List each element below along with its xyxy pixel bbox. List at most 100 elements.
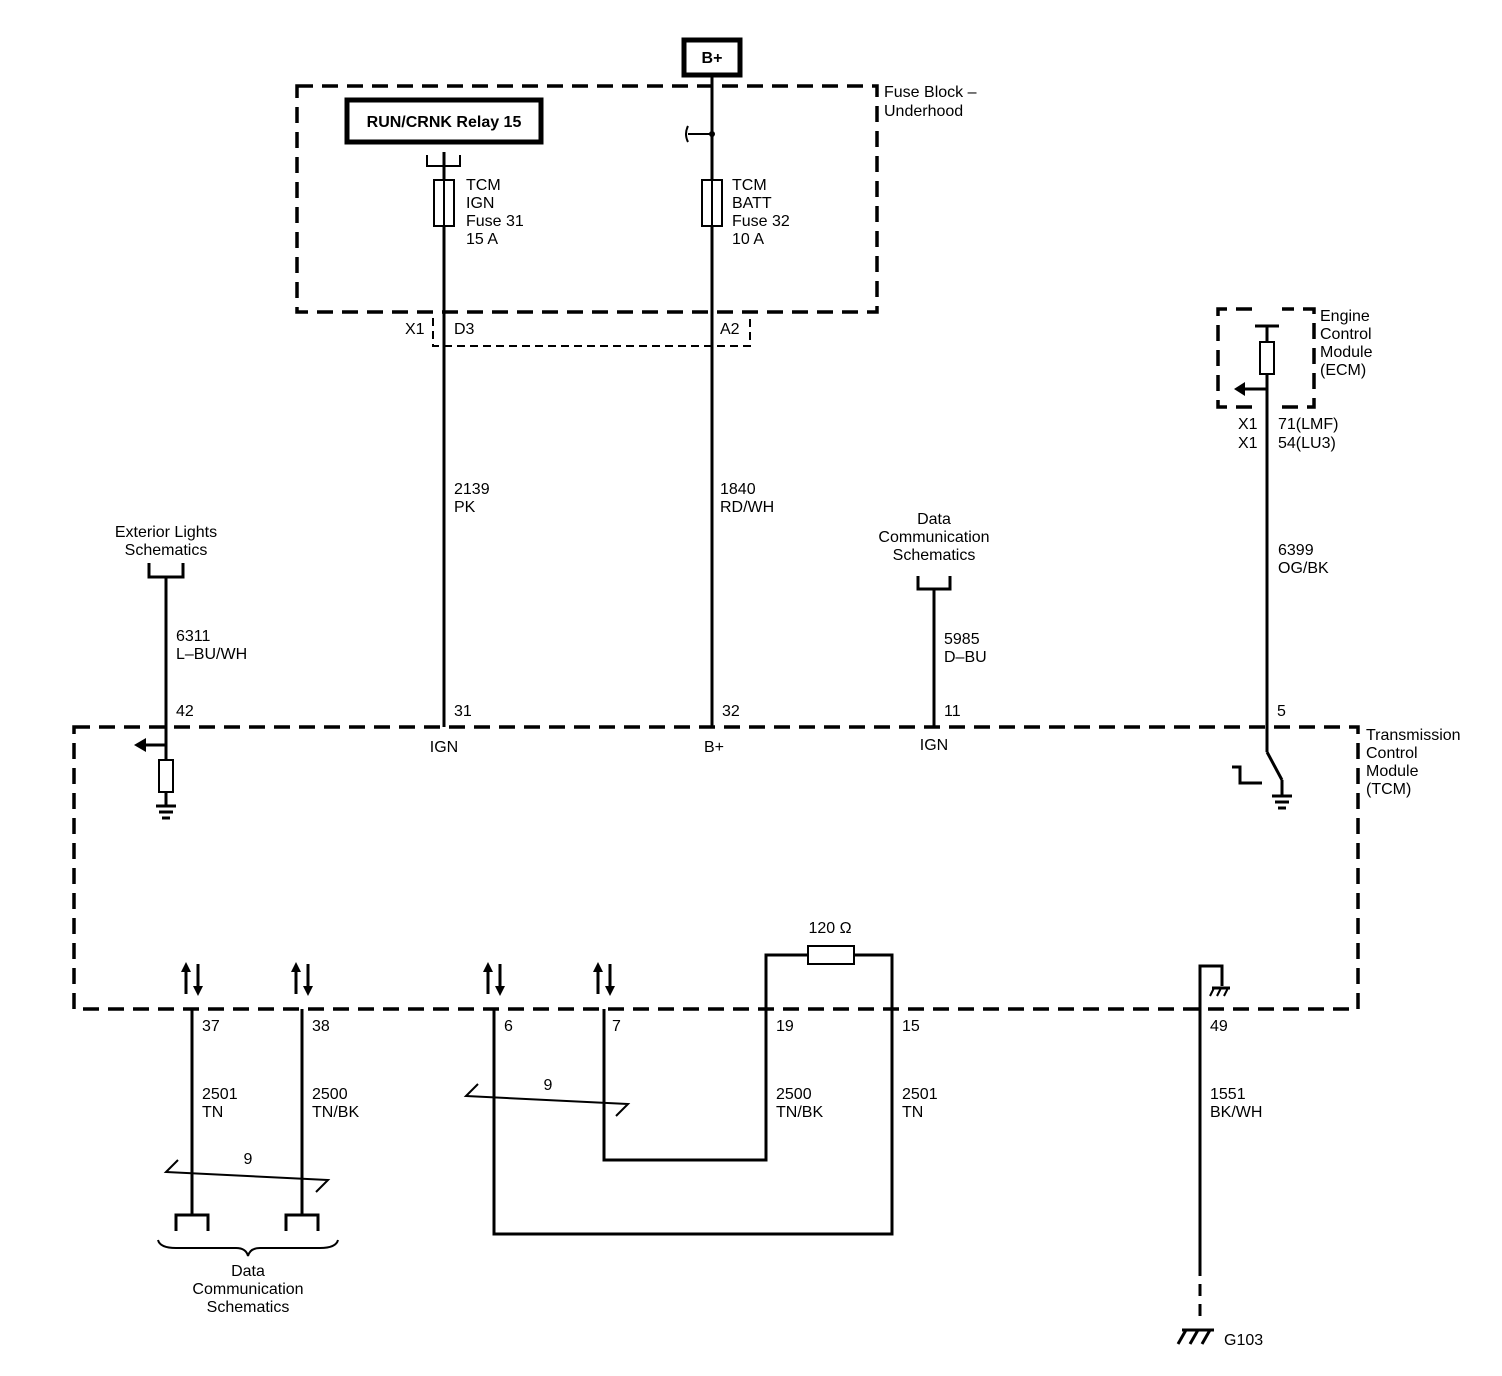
wire-2500b-number: 2500: [776, 1086, 812, 1103]
datacomm-bottom-1: Data: [231, 1263, 265, 1280]
tcm-title-3: Module: [1366, 763, 1419, 780]
wire-2501a-number: 2501: [202, 1086, 238, 1103]
twist-2-label: 9: [544, 1077, 553, 1094]
data-communication-reference-top: Data Communication Schematics: [878, 511, 990, 727]
bplus-label: B+: [702, 50, 723, 67]
tcm-title-1: Transmission: [1366, 727, 1461, 744]
ecm-input-arrow-icon: [1234, 382, 1245, 396]
datacomm-top-3: Schematics: [893, 547, 976, 564]
wire-1551-number: 1551: [1210, 1086, 1246, 1103]
tcm-title-4: (TCM): [1366, 781, 1411, 798]
wire-6311-color: L–BU/WH: [176, 646, 247, 663]
datacomm-top-terminal-icon: [916, 576, 952, 591]
wire-2501b-number: 2501: [902, 1086, 938, 1103]
fuse-block-title-2: Underhood: [884, 103, 963, 120]
tcm-switch-circuit: [1232, 727, 1292, 810]
wire-2500b-color: TN/BK: [776, 1104, 823, 1121]
bidirectional-arrow-icon-7: [593, 962, 615, 996]
ecm-title-1: Engine: [1320, 308, 1370, 325]
ecm-conn1: X1: [1238, 416, 1258, 433]
wire-1551-color: BK/WH: [1210, 1104, 1262, 1121]
datacomm-top-2: Communication: [878, 529, 989, 546]
wire-6311-number: 6311: [176, 628, 211, 645]
pin-15: 15: [902, 1018, 920, 1035]
ecm-pin1: 71(LMF): [1278, 416, 1338, 433]
pin-31: 31: [454, 703, 472, 720]
bidirectional-arrow-icon-37: [181, 962, 203, 996]
ecm-pullup-resistor-icon: [1259, 341, 1275, 375]
ecm-conn2: X1: [1238, 435, 1258, 452]
exterior-ref-2: Schematics: [125, 542, 208, 559]
tcm-bplus-label: B+: [704, 739, 724, 756]
tcm-lamp-input-circuit: [134, 738, 176, 820]
fuse-32-label-3: Fuse 32: [732, 213, 790, 230]
wire-1840-color: RD/WH: [720, 499, 774, 516]
ecm-title-2: Control: [1320, 326, 1372, 343]
pin-a2-label: A2: [720, 321, 740, 338]
pulldown-resistor-icon: [158, 759, 174, 793]
ecm-title-4: (ECM): [1320, 362, 1366, 379]
pin-5: 5: [1277, 703, 1286, 720]
tcm-title-2: Control: [1366, 745, 1418, 762]
fuse-31-label-3: Fuse 31: [466, 213, 524, 230]
fuse-31-label-2: IGN: [466, 195, 494, 212]
switch-actuator-icon: [1232, 765, 1262, 785]
twisted-pair-indicator-2: 9: [463, 1077, 631, 1117]
fuse-32-label-4: 10 A: [732, 231, 764, 248]
tcm-ign-label-2: IGN: [920, 737, 948, 754]
fuse-32: TCM BATT Fuse 32 10 A: [701, 177, 790, 248]
pin-11: 11: [944, 703, 961, 720]
wire-2500a-color: TN/BK: [312, 1104, 359, 1121]
data-communication-reference-bottom: Data Communication Schematics: [192, 1263, 303, 1316]
bus-terminal-icon: [685, 125, 689, 143]
relay-label: RUN/CRNK Relay 15: [367, 114, 522, 131]
wire-2139-color: PK: [454, 499, 476, 516]
pin-7: 7: [612, 1018, 621, 1035]
wire-2501b-color: TN: [902, 1104, 923, 1121]
fuse-32-label-2: BATT: [732, 195, 772, 212]
wire-2139-number: 2139: [454, 481, 490, 498]
exterior-ref-terminal-icon: [147, 563, 185, 579]
termination-resistor-icon: [807, 945, 855, 965]
wire-2501-loop: [492, 1009, 894, 1236]
tcm-ground-circuit: [1198, 964, 1230, 1009]
ecm-pin2: 54(LU3): [1278, 435, 1336, 452]
pin-6: 6: [504, 1018, 513, 1035]
pin-49: 49: [1210, 1018, 1228, 1035]
fuse-31-label-1: TCM: [466, 177, 501, 194]
switch-icon: [1265, 751, 1284, 781]
fuse-block-title-1: Fuse Block –: [884, 84, 977, 101]
datacomm-terminal-icon-2: [284, 1213, 320, 1231]
fuse-block-underhood: Fuse Block – Underhood RUN/CRNK Relay 15…: [295, 84, 977, 347]
datacomm-terminal-icon-1: [174, 1213, 210, 1231]
fuse-32-label-1: TCM: [732, 177, 767, 194]
pin-37: 37: [202, 1018, 220, 1035]
x1-connector: [432, 318, 751, 347]
x1-label: X1: [405, 321, 425, 338]
pin-38: 38: [312, 1018, 330, 1035]
pin-d3-label: D3: [454, 321, 475, 338]
fuse-31-label-4: 15 A: [466, 231, 498, 248]
wire-1840-number: 1840: [720, 481, 756, 498]
datacomm-bottom-2: Communication: [192, 1281, 303, 1298]
pin-32: 32: [722, 703, 740, 720]
twisted-pair-indicator-1: 9: [163, 1151, 331, 1193]
wire-5985-color: D–BU: [944, 649, 987, 666]
exterior-ref-1: Exterior Lights: [115, 524, 217, 541]
exterior-lights-reference: Exterior Lights Schematics: [115, 524, 217, 760]
engine-control-module: Engine Control Module (ECM) X1 X1 71(LMF…: [1216, 307, 1373, 727]
ecm-title-3: Module: [1320, 344, 1373, 361]
brace-icon: [157, 1239, 339, 1257]
wire-6399-color: OG/BK: [1278, 560, 1329, 577]
run-crank-relay: RUN/CRNK Relay 15: [344, 97, 544, 145]
bidirectional-arrow-icon-6: [483, 962, 505, 996]
wire-2501a-color: TN: [202, 1104, 223, 1121]
wire-2500-loop: [602, 1009, 768, 1162]
g103-label: G103: [1224, 1332, 1263, 1349]
twist-1-label: 9: [244, 1151, 253, 1168]
bidirectional-arrow-icon-38: [291, 962, 313, 996]
ground-g103: G103: [1176, 1328, 1263, 1349]
pin-42: 42: [176, 703, 194, 720]
battery-positive-source: B+: [681, 37, 743, 78]
